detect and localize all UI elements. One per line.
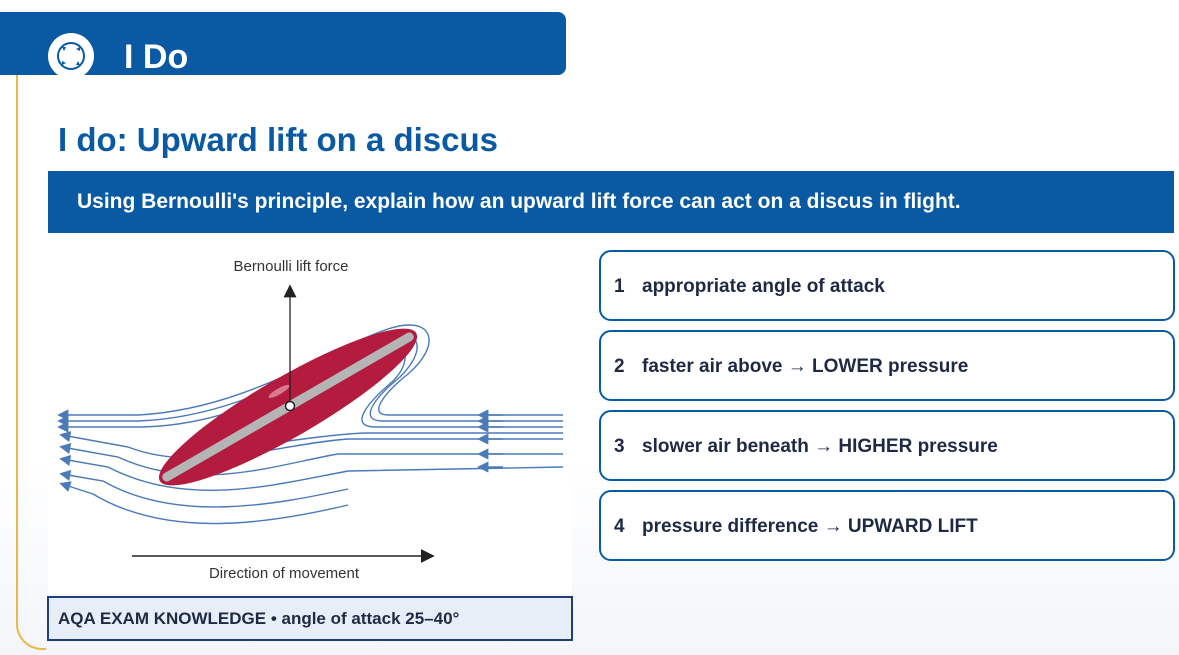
incoming-arrows — [477, 409, 503, 473]
banner-title: I Do — [124, 38, 189, 76]
step-text: faster air above → LOWER pressure — [642, 356, 969, 377]
question-bar: Using Bernoulli's principle, explain how… — [48, 171, 1174, 233]
airflow-line — [59, 481, 349, 525]
question-text: Using Bernoulli's principle, explain how… — [77, 190, 961, 213]
direction-label: Direction of movement — [209, 565, 360, 582]
step-number: 4 — [614, 516, 625, 537]
airflow-line — [57, 324, 563, 421]
exam-knowledge-text: AQA EXAM KNOWLEDGE • angle of attack 25–… — [58, 609, 460, 628]
lift-force-label: Bernoulli lift force — [233, 258, 348, 275]
airflow-line — [59, 454, 564, 491]
discus-centre — [284, 400, 296, 412]
airflow-line — [59, 469, 349, 508]
step-card-3: 3 slower air beneath → HIGHER pressure — [599, 410, 1175, 481]
step-text: appropriate angle of attack — [642, 276, 885, 297]
page-title: I do: Upward lift on a discus — [58, 121, 499, 158]
step-number: 1 — [614, 276, 625, 297]
cycle-arrows-icon — [48, 33, 94, 79]
exam-knowledge-box: AQA EXAM KNOWLEDGE • angle of attack 25–… — [47, 596, 573, 641]
step-text: pressure difference → UPWARD LIFT — [642, 516, 978, 537]
header-banner: I Do — [0, 12, 566, 79]
step-card-1: 1 appropriate angle of attack — [599, 250, 1175, 321]
step-number: 2 — [614, 356, 625, 377]
decorative-gold-line — [16, 60, 46, 650]
step-text: slower air beneath → HIGHER pressure — [642, 436, 998, 457]
step-card-2: 2 faster air above → LOWER pressure — [599, 330, 1175, 401]
discus-lift-diagram: Bernoulli lift force Direction of moveme… — [48, 249, 572, 594]
step-number: 3 — [614, 436, 625, 457]
step-card-4: 4 pressure difference → UPWARD LIFT — [599, 490, 1175, 561]
airflow-line — [59, 442, 563, 476]
